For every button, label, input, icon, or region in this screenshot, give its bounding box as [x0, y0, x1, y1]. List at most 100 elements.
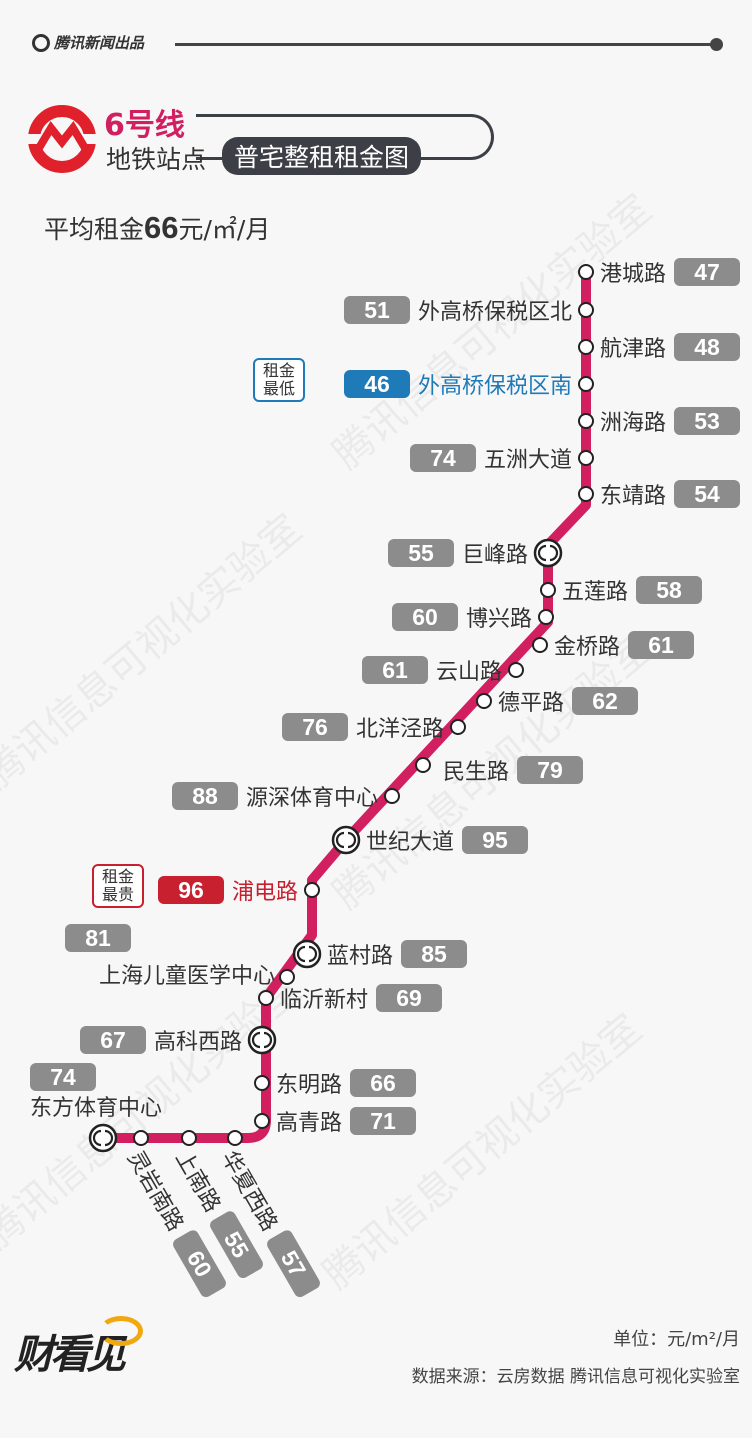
station-row: 东靖路 54 — [600, 478, 741, 510]
station-name: 外高桥保税区北 — [417, 300, 572, 325]
interchange-icon — [296, 945, 318, 963]
rent-badge: 88 — [171, 782, 238, 810]
station-name: 金桥路 — [554, 635, 621, 660]
rent-badge: 67 — [79, 1026, 146, 1054]
average-rent: 平均租金 66 元/㎡/月 — [44, 210, 270, 246]
rent-badge: 54 — [674, 480, 741, 508]
rent-badge: 58 — [636, 576, 703, 604]
interchange-icon — [537, 544, 559, 562]
rent-badge: 48 — [674, 333, 741, 361]
station-name: 世纪大道 — [366, 830, 455, 855]
station-name: 港城路 — [600, 262, 667, 287]
interchange-icon — [92, 1129, 114, 1147]
station-name: 浦电路 — [231, 880, 298, 905]
station-name: 蓝村路 — [327, 944, 394, 969]
station-row: 航津路 48 — [600, 331, 741, 363]
rent-badge: 69 — [376, 984, 443, 1012]
highest-rent-tag: 租金最贵 — [92, 864, 144, 908]
rent-badge: 47 — [674, 258, 741, 286]
station-row: 74 五洲大道 — [409, 442, 572, 474]
station-marker — [258, 990, 274, 1006]
header-divider — [175, 43, 715, 46]
station-name: 临沂新村 — [280, 988, 369, 1013]
lowest-rent-tag: 租金最低 — [253, 358, 305, 402]
interchange-icon — [251, 1031, 273, 1049]
station-marker — [578, 450, 594, 466]
station-name: 航津路 — [600, 337, 667, 362]
station-row: 港城路 47 — [600, 256, 741, 288]
station-name: 五洲大道 — [483, 448, 572, 473]
station-name: 东方体育中心 — [30, 1096, 163, 1121]
station-row: 67 高科西路 — [79, 1024, 242, 1056]
header-divider-dot — [710, 38, 723, 51]
station-marker — [227, 1130, 243, 1146]
rent-badge: 81 — [65, 924, 131, 952]
station-row: 世纪大道 95 — [366, 824, 529, 856]
station-marker — [538, 609, 554, 625]
station-marker — [415, 757, 431, 773]
rent-badge: 62 — [572, 687, 639, 715]
station-row: 金桥路 61 — [554, 629, 695, 661]
rent-badge: 55 — [387, 539, 454, 567]
unit-note: 单位：元/m²/月 — [613, 1329, 740, 1350]
station-name: 博兴路 — [465, 607, 532, 632]
brand-text: 腾讯新闻出品 — [54, 34, 145, 52]
station-marker — [540, 582, 556, 598]
station-name: 外高桥保税区南 — [417, 374, 572, 399]
station-name: 民生路 — [443, 760, 510, 785]
station-name: 云山路 — [435, 660, 502, 685]
station-name: 东靖路 — [600, 484, 667, 509]
interchange-icon — [335, 831, 357, 849]
subtitle-badge: 普宅整租租金图 — [222, 137, 422, 175]
rent-badge: 61 — [361, 656, 428, 684]
rent-badge: 79 — [517, 756, 584, 784]
station-marker — [254, 1113, 270, 1129]
station-marker — [384, 788, 400, 804]
station-row: 东明路 66 — [276, 1067, 417, 1099]
station-marker — [508, 662, 524, 678]
rent-badge: 96 — [157, 876, 224, 904]
average-unit: 元/㎡/月 — [178, 215, 271, 244]
line-title: 6号线 — [104, 108, 185, 143]
station-row: 61 云山路 — [361, 654, 502, 686]
shanghai-metro-logo — [27, 105, 97, 173]
station-marker — [181, 1130, 197, 1146]
station-name: 高科西路 — [153, 1030, 242, 1055]
station-marker — [476, 693, 492, 709]
station-marker — [578, 376, 594, 392]
rent-badge: 95 — [462, 826, 529, 854]
station-name: 源深体育中心 — [245, 786, 378, 811]
average-value: 66 — [144, 210, 179, 245]
station-marker — [254, 1075, 270, 1091]
station-name: 北洋泾路 — [355, 717, 444, 742]
station-row: 德平路 62 — [498, 685, 639, 717]
station-row: 60 博兴路 — [391, 601, 532, 633]
station-name: 东明路 — [276, 1073, 343, 1098]
station-marker — [578, 339, 594, 355]
station-row: 96 浦电路 — [157, 874, 298, 906]
rent-badge: 60 — [391, 603, 458, 631]
rent-badge: 61 — [628, 631, 695, 659]
station-name: 德平路 — [498, 691, 565, 716]
station-row: 临沂新村 69 — [280, 982, 443, 1014]
station-row: 民生路 79 — [443, 754, 584, 786]
rent-badge: 51 — [343, 296, 410, 324]
station-marker — [578, 486, 594, 502]
rent-badge: 66 — [350, 1069, 417, 1097]
tencent-news-icon — [32, 33, 50, 52]
logo-swoosh — [99, 1316, 143, 1346]
station-marker — [578, 302, 594, 318]
station-name: 洲海路 — [600, 411, 667, 436]
station-marker — [304, 882, 320, 898]
rent-badge: 74 — [409, 444, 476, 472]
station-row: 51 外高桥保税区北 — [343, 294, 572, 326]
station-marker — [133, 1130, 149, 1146]
data-source: 数据来源：云房数据 腾讯信息可视化实验室 — [411, 1367, 740, 1387]
station-row: 上海儿童医学中心 — [99, 958, 275, 990]
